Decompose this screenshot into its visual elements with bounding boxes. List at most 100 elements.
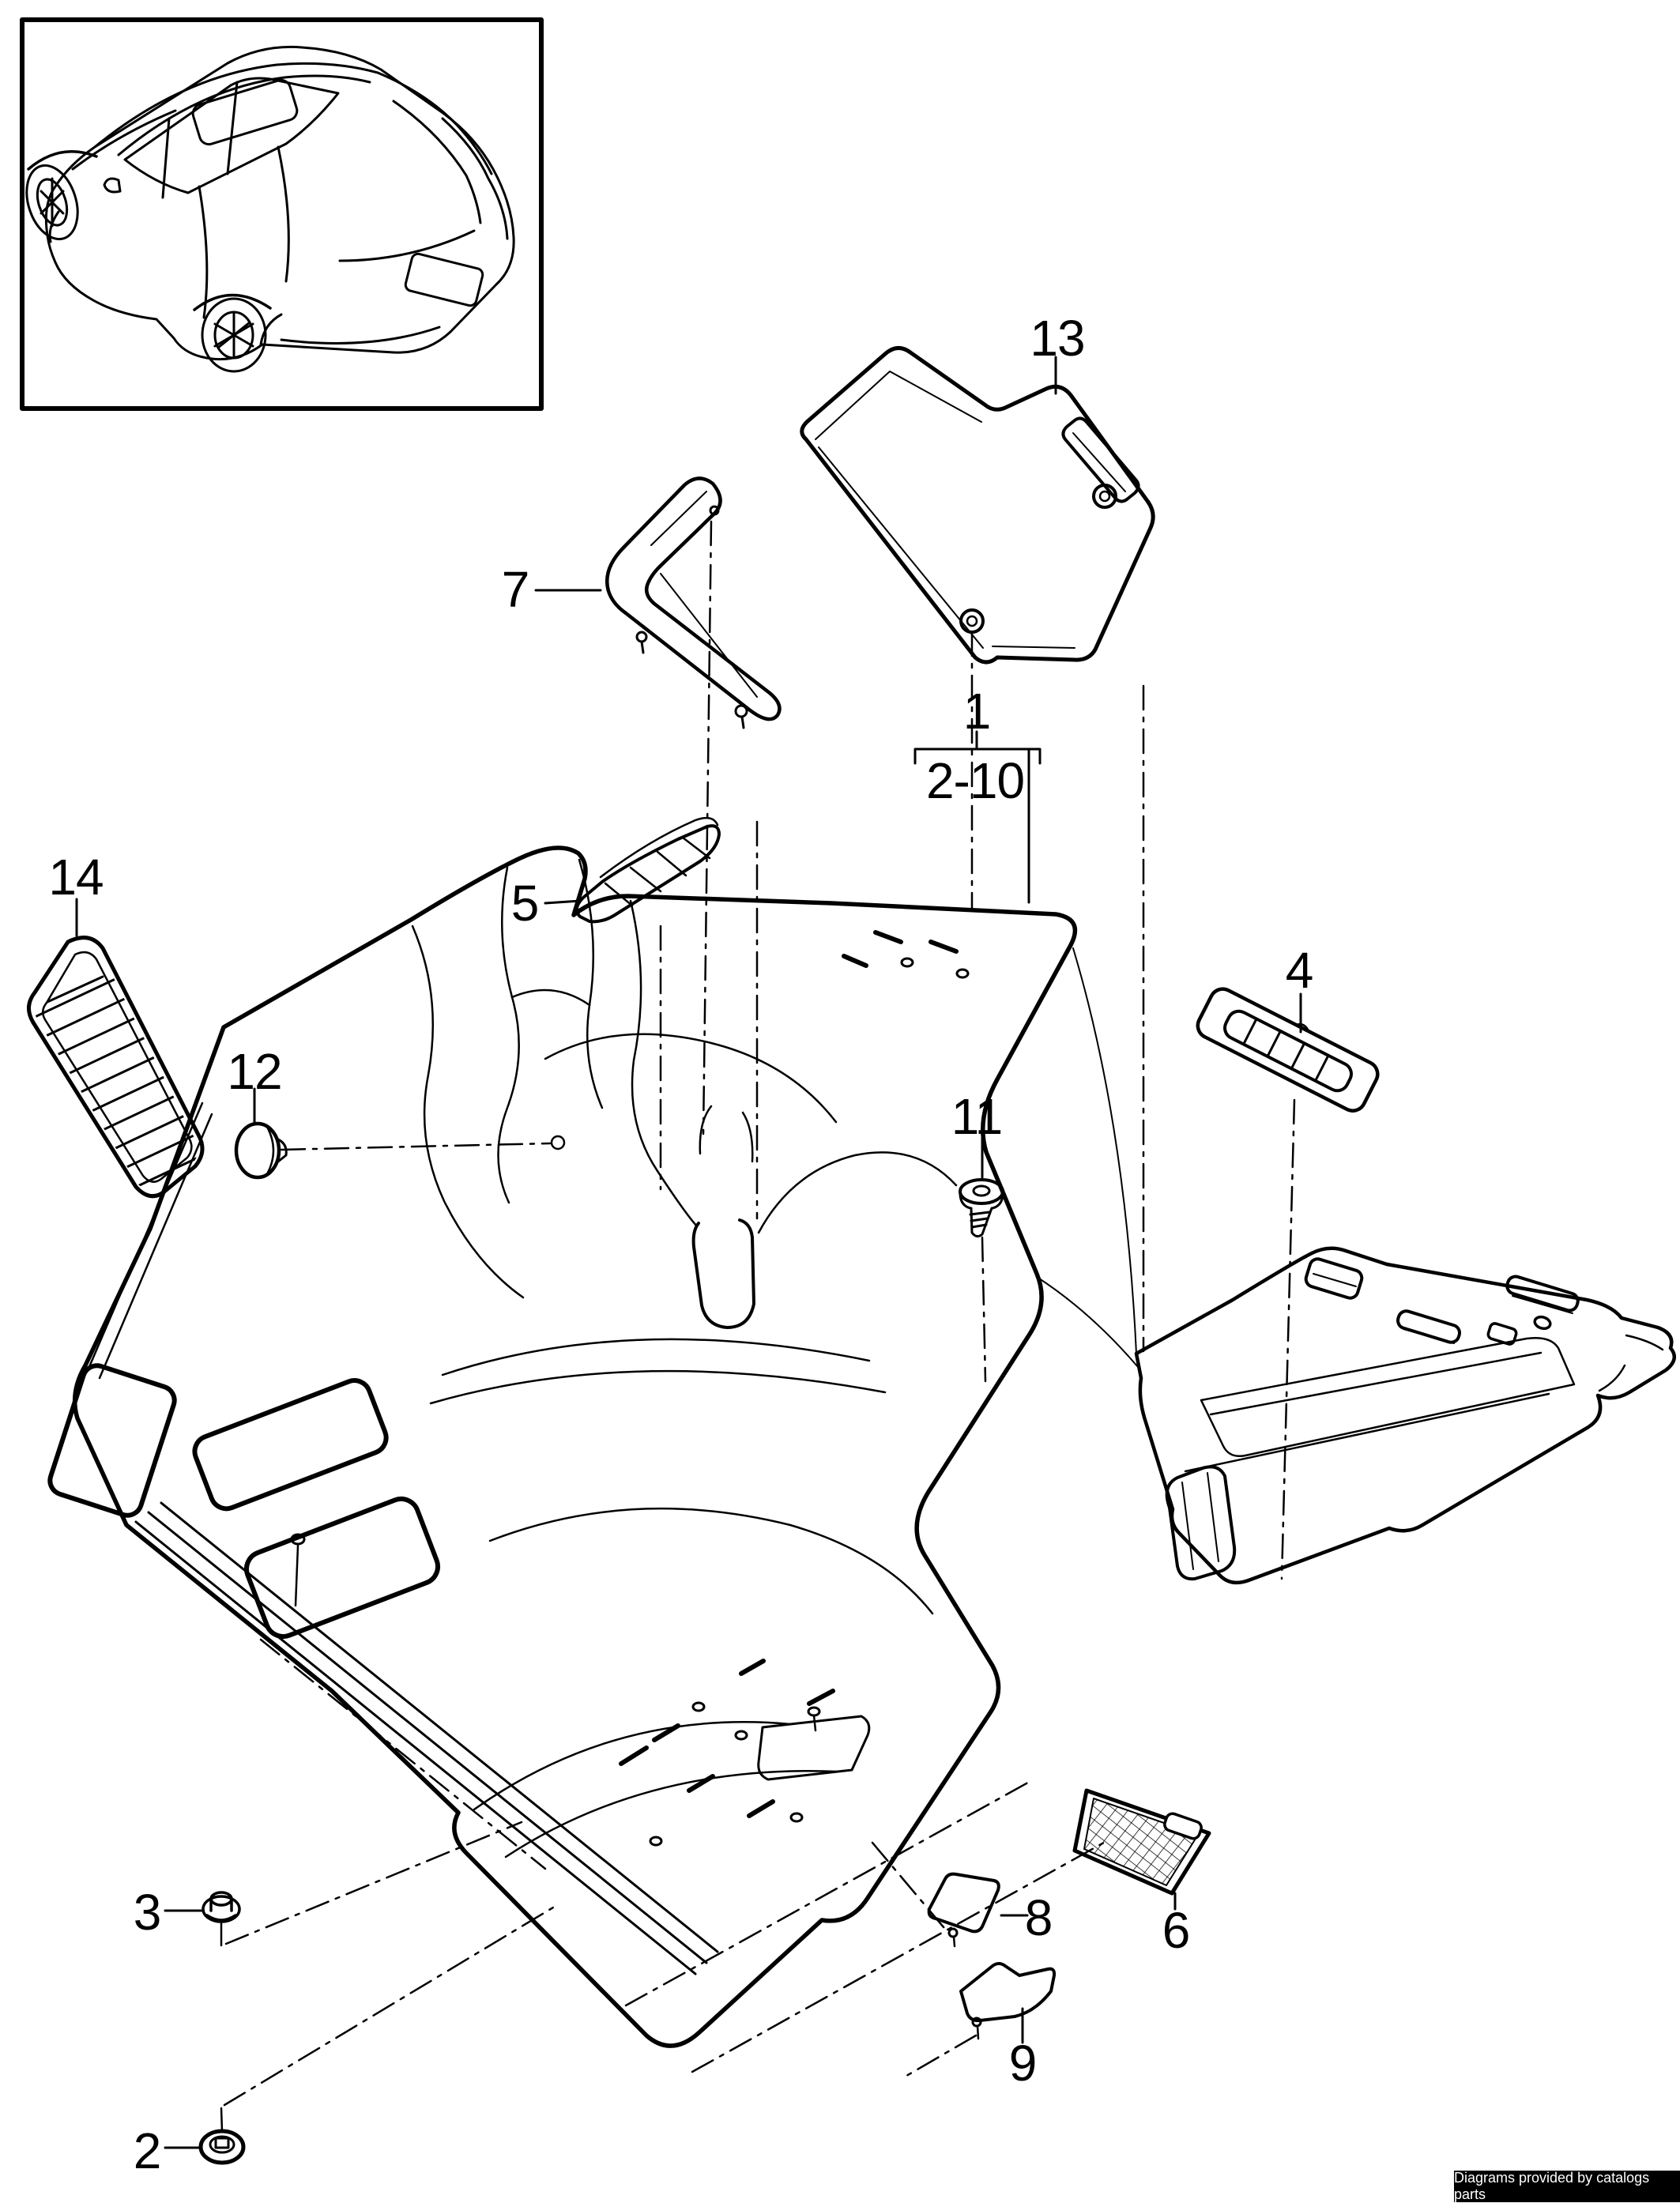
insulation-patch — [47, 1363, 177, 1518]
line-art-detail — [98, 1090, 185, 1133]
line-art-detail — [629, 899, 699, 1228]
bracket-1 — [913, 748, 1042, 765]
line-art-detail — [43, 996, 130, 1038]
footrest-hatching — [34, 975, 198, 1192]
callout-2-10: 2-10 — [925, 752, 1025, 809]
line-art-detail — [76, 1102, 213, 1527]
mat-grommet — [959, 608, 985, 634]
trim-pin — [635, 631, 648, 643]
line-art-detail — [201, 297, 267, 373]
line-art-detail — [842, 930, 959, 968]
line-art-detail — [76, 1053, 163, 1095]
line-art-detail — [691, 1701, 706, 1712]
line-art-detail — [1181, 1472, 1219, 1570]
line-art-detail — [691, 1838, 1111, 2073]
line-art-detail — [202, 1895, 241, 1923]
line-art-detail — [290, 1533, 306, 1546]
car-illustration — [25, 45, 515, 373]
line-art-detail — [544, 1033, 838, 1124]
line-art-detail — [42, 951, 193, 1183]
line-art-detail — [1598, 1334, 1664, 1392]
line-art-detail — [488, 1507, 934, 1615]
line-art-detail — [1505, 1275, 1580, 1312]
line-art-detail — [1200, 1337, 1576, 1457]
line-art-detail — [1486, 1322, 1518, 1346]
line-art-detail — [649, 1836, 663, 1847]
line-art-detail — [959, 1962, 1057, 2023]
line-art-detail — [209, 1891, 233, 1907]
line-art-detail — [25, 164, 79, 241]
floor-mat-13 — [800, 346, 1155, 665]
callout-4: 4 — [1285, 942, 1314, 999]
callout-7: 7 — [501, 561, 530, 618]
line-art-detail — [969, 1211, 991, 1229]
line-art-detail — [1072, 432, 1126, 492]
fastener-2 — [198, 2129, 246, 2165]
line-art-detail — [34, 977, 119, 1019]
insulation-patch — [243, 1496, 441, 1640]
sill-trim-7 — [605, 476, 782, 729]
line-art-detail — [294, 1544, 299, 1607]
line-art-detail — [807, 1706, 821, 1717]
line-art-detail — [54, 1015, 141, 1057]
line-art-detail — [93, 62, 379, 149]
line-art-detail — [109, 1109, 196, 1152]
provider-badge: Diagrams provided by catalogs parts — [1454, 2170, 1680, 2202]
line-art-detail — [1134, 1246, 1677, 1585]
line-art-detail — [1184, 1351, 1550, 1473]
line-art-detail — [117, 74, 371, 156]
line-art-detail — [1403, 1295, 1573, 1344]
line-art-detail — [280, 1142, 552, 1151]
cover-8 — [927, 1872, 1000, 1948]
callout-8: 8 — [1024, 1889, 1053, 1946]
line-art-detail — [134, 1501, 719, 1975]
line-art-detail — [812, 1714, 817, 1732]
line-art-detail — [40, 177, 65, 228]
mat-grommet — [1092, 484, 1117, 509]
projection-target — [550, 1135, 566, 1150]
callout-14: 14 — [48, 849, 104, 906]
line-art-detail — [959, 1193, 1004, 1210]
line-art-detail — [624, 1778, 1035, 2007]
line-art-detail — [815, 371, 982, 440]
fastener-3 — [202, 1891, 241, 1923]
line-art-detail — [976, 2024, 980, 2040]
projection-stub — [220, 1922, 224, 2133]
insulation-patch — [192, 1378, 389, 1512]
line-art-detail — [205, 1900, 237, 1922]
callout-5: 5 — [510, 875, 540, 932]
line-art-detail — [1098, 490, 1111, 503]
line-art-detail — [818, 446, 1075, 649]
line-art-detail — [952, 1935, 956, 1948]
line-art-detail — [72, 845, 1078, 2048]
line-art-detail — [429, 1338, 887, 1405]
line-art-detail — [120, 1128, 198, 1171]
callout-11: 11 — [951, 1088, 1003, 1145]
line-art-detail — [123, 77, 340, 194]
line-art-detail — [734, 1730, 748, 1741]
line-art-detail — [927, 1872, 1000, 1934]
callout-13: 13 — [1030, 310, 1085, 367]
line-art-detail — [259, 1638, 547, 1870]
line-art-detail — [1223, 1009, 1353, 1093]
line-art-detail — [497, 866, 520, 1204]
front-wheel — [25, 164, 79, 241]
speaker-grille-6 — [1072, 1788, 1211, 1896]
footrest-14 — [27, 936, 205, 1199]
line-art-detail — [266, 1125, 275, 1176]
trim-pin — [709, 505, 720, 516]
line-art-detail — [161, 117, 171, 199]
line-art-detail — [757, 1715, 871, 1781]
callout-2: 2 — [133, 2122, 162, 2179]
line-art-detail — [36, 178, 69, 227]
callout-3: 3 — [133, 1884, 162, 1941]
line-art-detail — [800, 346, 1155, 665]
provider-badge-text: Diagrams provided by catalogs parts — [1454, 2170, 1650, 2202]
line-art-detail — [699, 1105, 754, 1163]
projection-lines — [223, 520, 1296, 2107]
trim-pin — [734, 704, 748, 718]
line-art-detail — [1165, 1465, 1237, 1581]
line-art-detail — [234, 1121, 281, 1180]
line-art-detail — [1061, 416, 1140, 503]
